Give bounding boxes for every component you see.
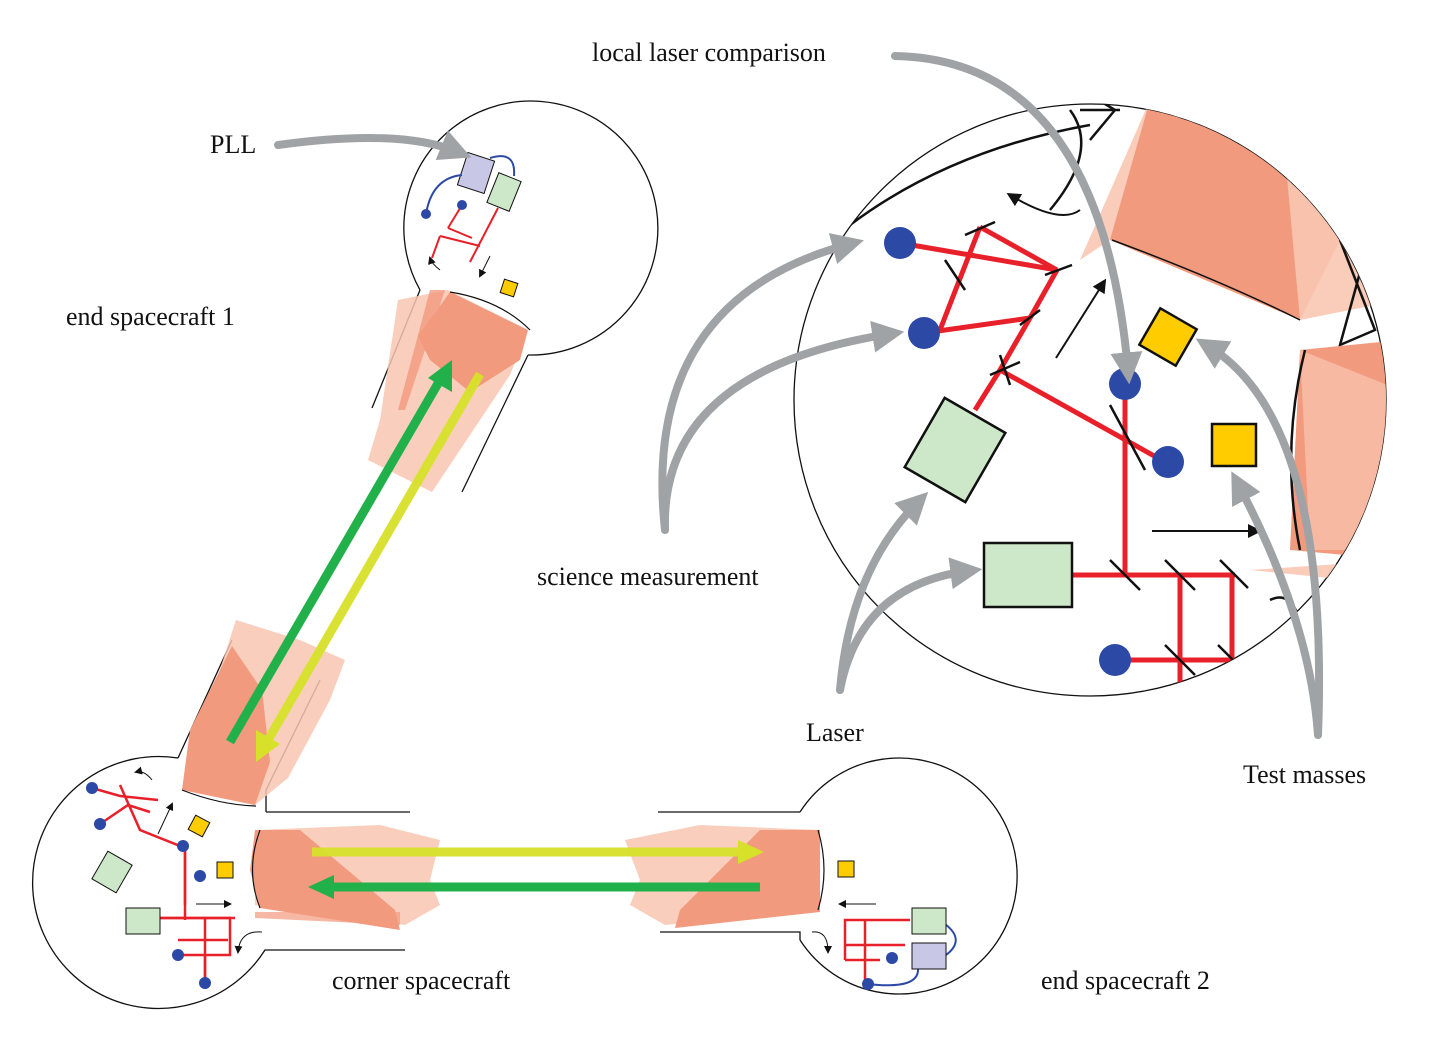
test-mass-end-2 (837, 860, 855, 878)
label-laser: Laser (806, 718, 864, 747)
telescope-end-2 (625, 825, 825, 928)
arm-arrow-yellow-2 (312, 840, 764, 864)
arm-arrow-yellow-1 (256, 371, 484, 762)
laser-box-end-2 (911, 907, 947, 935)
label-end-spacecraft-2: end spacecraft 2 (1041, 966, 1210, 995)
test-mass-corner-2 (216, 861, 234, 879)
telescope-corner-arm-1 (181, 620, 345, 807)
callout-science-1 (658, 233, 864, 534)
pll-box-end-1 (456, 151, 496, 195)
telescope-corner-arm-2 (250, 825, 440, 930)
test-mass-corner-1 (187, 814, 211, 838)
label-pll: PLL (210, 130, 257, 159)
inset-test-mass-1 (1137, 306, 1199, 368)
callout-laser-1 (836, 491, 929, 694)
callout-test-mass-2 (1231, 471, 1322, 739)
inset-test-mass-2 (1210, 422, 1258, 468)
label-test-masses: Test masses (1243, 760, 1367, 789)
callout-pll (274, 130, 472, 161)
inset-laser-box-1 (902, 396, 1008, 504)
label-end-spacecraft-1: end spacecraft 1 (66, 302, 235, 331)
callout-test-mass-1 (1195, 338, 1324, 739)
callout-arrows (274, 52, 1324, 739)
end-spacecraft-2-optics (811, 860, 957, 990)
label-science-measurement: science measurement (537, 562, 759, 591)
callout-science-2 (660, 320, 905, 534)
end-spacecraft-1-optics (421, 151, 522, 298)
laser-box-end-1 (486, 172, 522, 212)
label-corner-spacecraft: corner spacecraft (332, 966, 511, 995)
pll-box-end-2 (911, 942, 947, 970)
inset-laser-box-2 (982, 541, 1074, 609)
laser-box-corner-2 (125, 907, 161, 935)
corner-spacecraft-optics (86, 766, 263, 989)
callout-laser-2 (836, 557, 983, 694)
laser-box-corner-1 (91, 850, 133, 894)
arm-arrow-green-2 (308, 875, 760, 899)
test-mass-end-1 (499, 278, 519, 298)
arm-arrow-green-1 (226, 360, 452, 745)
label-local-laser-comparison: local laser comparison (592, 38, 826, 67)
end-spacecraft-2-outline (658, 757, 1018, 995)
callout-local-laser (891, 52, 1143, 385)
